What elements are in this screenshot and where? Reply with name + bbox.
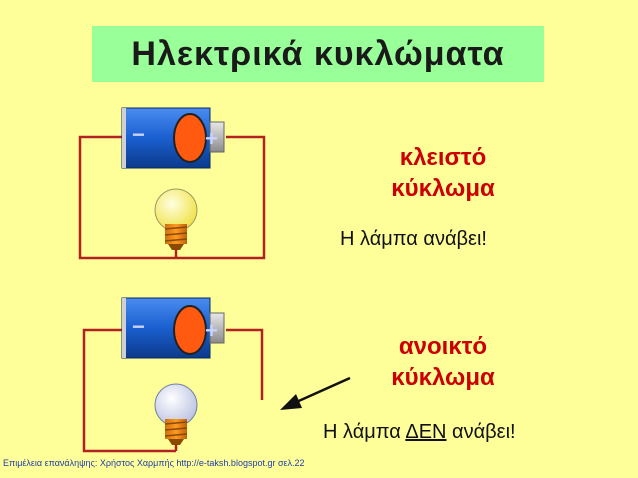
open-battery: − + (121, 297, 225, 359)
closed-battery: − + (121, 107, 225, 169)
lit-bulb (154, 188, 198, 250)
footer-credit: Επιμέλεια επανάληψης: Χρήστος Χαρμπής ht… (3, 458, 305, 468)
open-message-emphasis: ΔΕΝ (405, 421, 447, 443)
closed-circuit: − + (78, 107, 266, 260)
open-circuit-label: ανοικτό κύκλωμα (358, 331, 528, 393)
closed-circuit-wire (78, 135, 266, 260)
open-circuit-wire-left (82, 328, 176, 453)
title-bar: Ηλεκτρικά κυκλώματα (92, 26, 544, 82)
open-circuit-wire-right (226, 328, 264, 400)
open-message-part1: Η λάμπα (323, 421, 406, 443)
closed-circuit-message: Η λάμπα ανάβει! (340, 228, 487, 250)
open-circuit-message: Η λάμπα ΔΕΝ ανάβει! (323, 421, 516, 444)
break-arrow-icon (280, 376, 351, 410)
closed-circuit-label: κλειστό κύκλωμα (358, 142, 528, 204)
open-circuit: − + (82, 297, 351, 453)
closed-state-line2: κύκλωμα (391, 175, 495, 202)
closed-battery-plus: + (205, 126, 218, 151)
open-state-line2: κύκλωμα (391, 364, 495, 391)
unlit-bulb (154, 383, 198, 445)
closed-state-line1: κλειστό (399, 144, 487, 171)
open-message-part2: ανάβει! (446, 421, 516, 443)
open-battery-plus: + (205, 318, 218, 343)
closed-battery-minus: − (132, 122, 145, 147)
open-battery-minus: − (132, 314, 145, 339)
page-title: Ηλεκτρικά κυκλώματα (131, 34, 505, 73)
open-state-line1: ανοικτό (398, 333, 488, 360)
